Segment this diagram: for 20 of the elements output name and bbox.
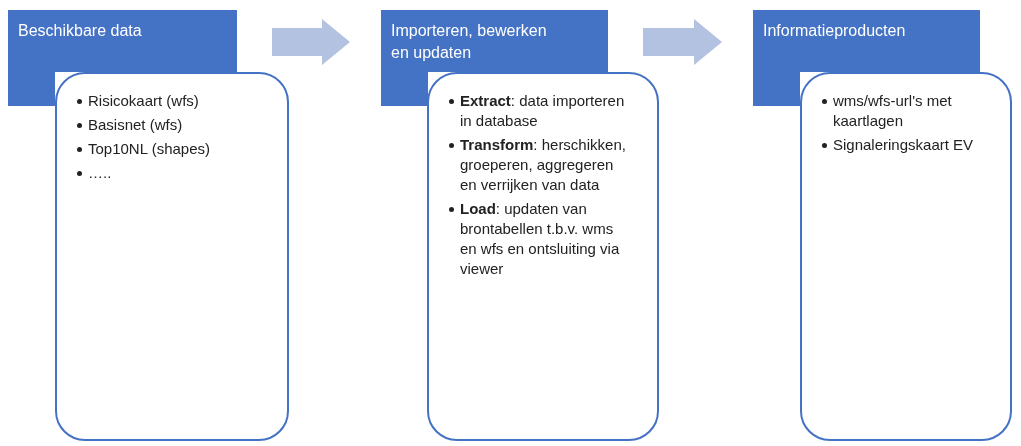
bullet-item: Risicokaart (wfs) <box>88 91 199 111</box>
bullet-item: ….. <box>88 163 112 183</box>
content-card <box>55 72 289 441</box>
bullet-item: Basisnet (wfs) <box>88 115 183 135</box>
header-box <box>8 10 237 72</box>
block-arrow <box>272 19 350 65</box>
bullet-item: Extract: data importeren in database <box>460 91 626 131</box>
header-box <box>753 10 980 72</box>
header-text: Importeren, bewerken en updaten <box>391 21 548 63</box>
bullet-item: Load: updaten van brontabellen t.b.v. wms en wfs en ontsluiting via viewer <box>460 199 621 279</box>
header-text: Informatieproducten <box>763 21 907 41</box>
header-text: Beschikbare data <box>18 21 143 41</box>
bullet-item: Signaleringskaart EV <box>833 135 974 155</box>
block-arrow <box>643 19 722 65</box>
content-card <box>427 72 659 441</box>
header-box <box>381 10 608 72</box>
bullet-item: Top10NL (shapes) <box>88 139 210 159</box>
content-card <box>800 72 1012 441</box>
bullet-item: Transform: herschikken, groeperen, aggregeren en verrijken van data <box>460 135 627 195</box>
bullet-item: wms/wfs-url's met kaartlagen <box>833 91 953 131</box>
